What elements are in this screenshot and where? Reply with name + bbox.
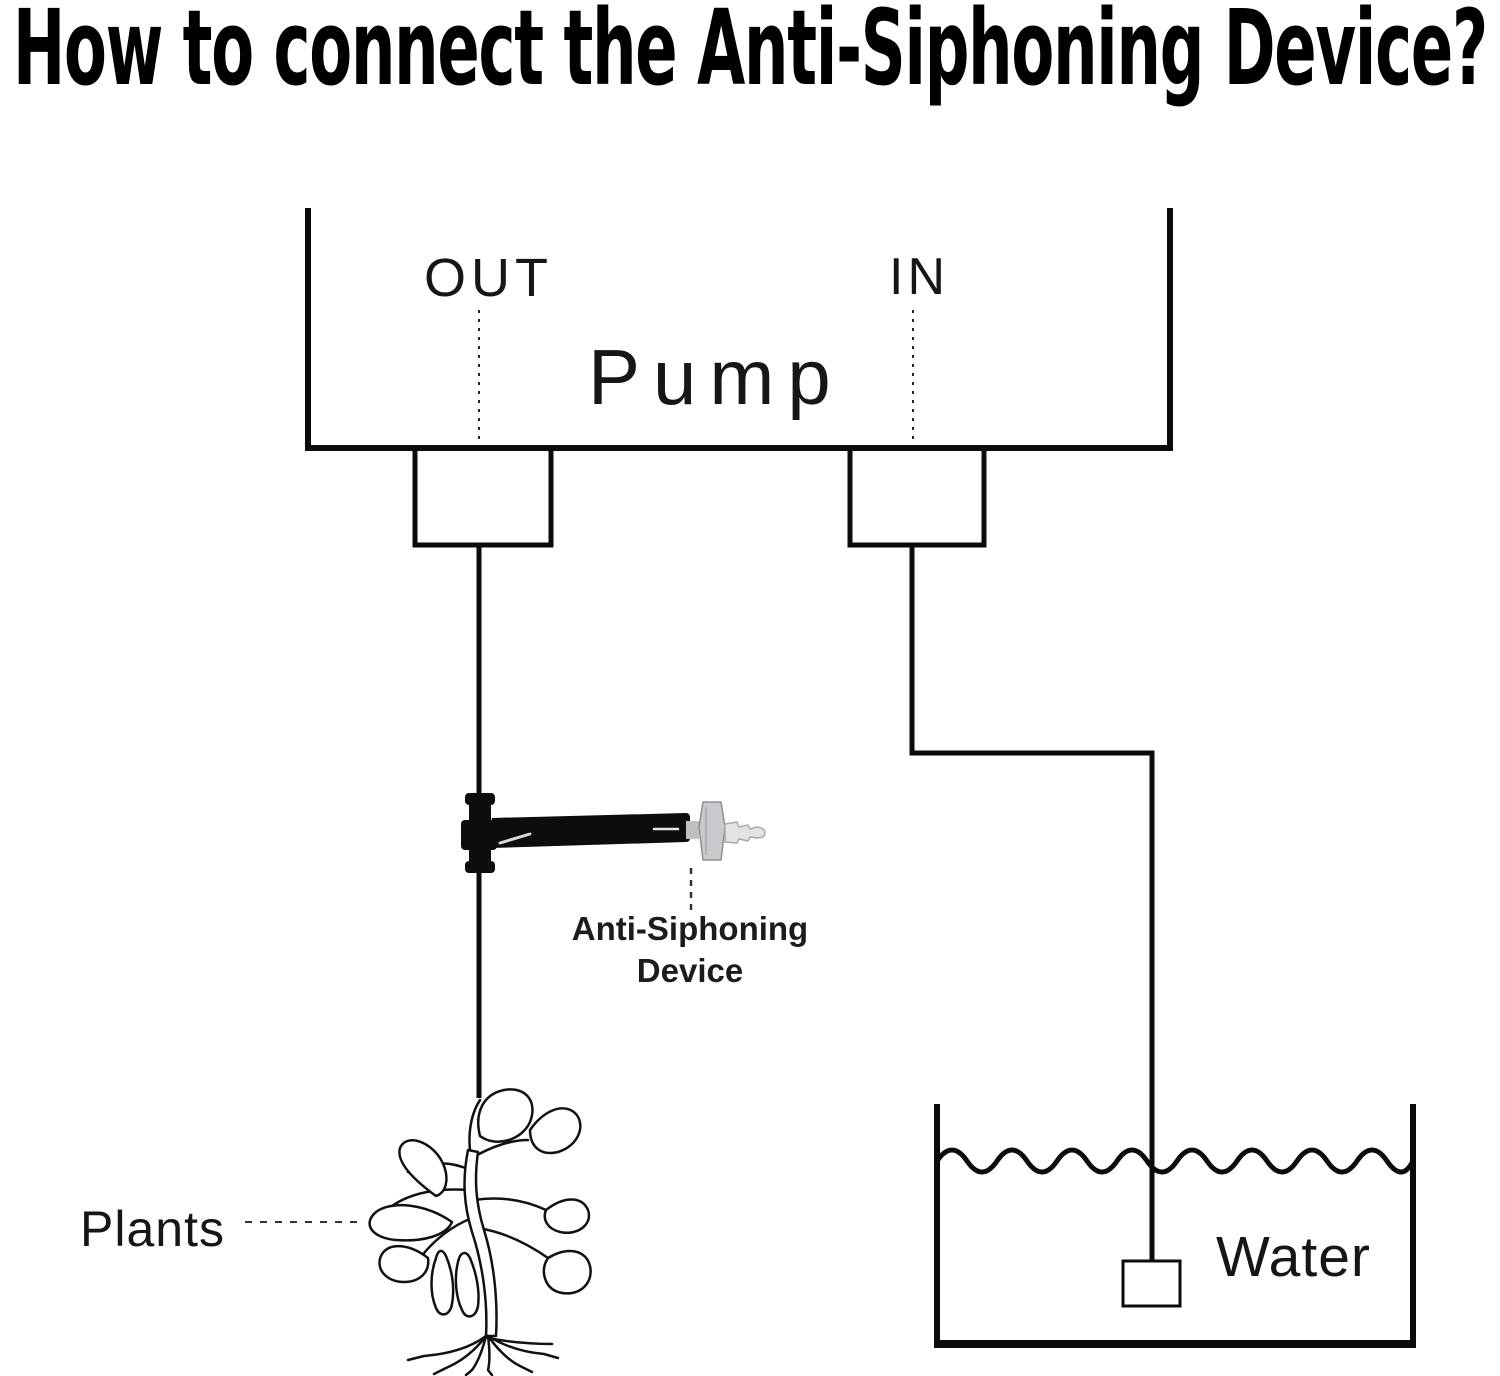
tee-connector-body [461, 820, 497, 850]
plant-leaf-right-mid [543, 1198, 591, 1235]
pump-label: Pump [588, 333, 844, 421]
plant-drawing [368, 1088, 592, 1376]
plant-trunk [463, 1148, 498, 1338]
plants-label: Plants [80, 1201, 225, 1257]
in-tube [909, 545, 1155, 1261]
plant-pepper-pod-2 [454, 1251, 480, 1318]
page-title: How to connect the Anti-Siphoning Device… [13, 0, 1488, 109]
pump-in-label: IN [889, 248, 949, 306]
plant-leaf-top [477, 1088, 534, 1143]
valve-collar [686, 821, 699, 839]
plant-leaf-right-lower [542, 1249, 592, 1295]
plant-roots [406, 1334, 560, 1376]
pump-out-label: OUT [424, 248, 553, 308]
intake-sinker-square [1121, 1259, 1182, 1308]
device-label-line2: Device [636, 952, 744, 990]
water-surface-wave [934, 1147, 1416, 1175]
anti-siphoning-device-drawing [461, 793, 766, 910]
plant-leaf-left-mid [368, 1203, 454, 1242]
tee-connector-top-barb [465, 793, 495, 805]
device-black-tube [488, 813, 690, 848]
tube-highlight-left [498, 832, 532, 845]
pump-out-port [412, 448, 554, 548]
plant-leaf-left-lower [378, 1245, 430, 1284]
anti-siphoning-device-label: Anti-Siphoning Device [555, 908, 825, 992]
water-tank-walls [934, 1104, 1416, 1342]
device-label-line1: Anti-Siphoning [571, 910, 809, 947]
plant-leaf-left-upper [398, 1139, 448, 1198]
pump-box-outline [305, 208, 1173, 451]
pump-in-port [847, 448, 987, 548]
plant-leaf-top-right [528, 1107, 582, 1155]
plant-pepper-pod-1 [430, 1249, 455, 1316]
check-valve-body [698, 801, 726, 861]
valve-nozzle-barb [724, 821, 766, 844]
tee-connector-bottom-barb [465, 861, 495, 873]
water-label: Water [1216, 1225, 1371, 1289]
